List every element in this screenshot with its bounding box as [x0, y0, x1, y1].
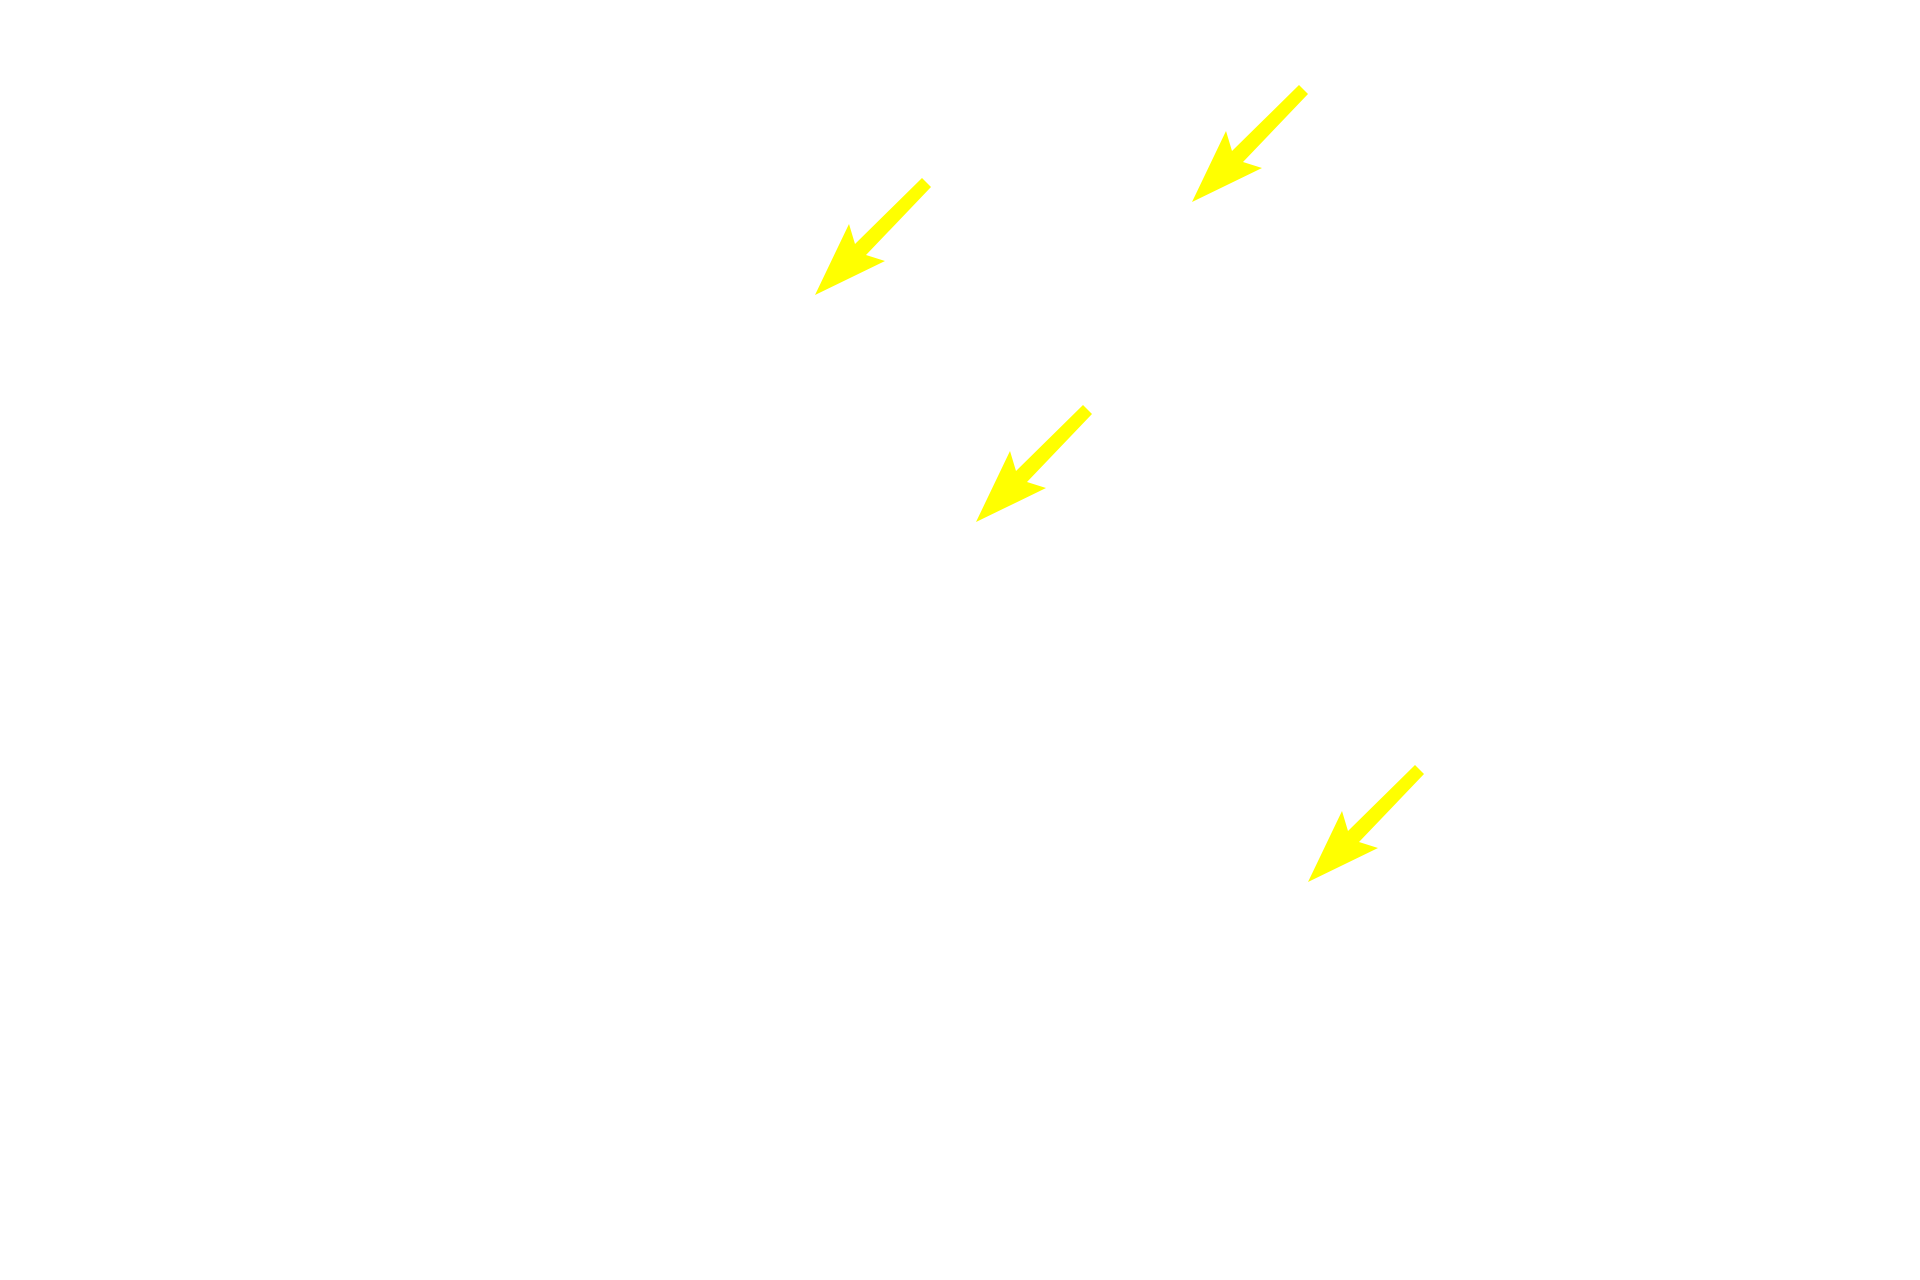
- arrow-down-left-icon: [976, 405, 1092, 522]
- arrow-down-left-icon: [815, 178, 931, 295]
- arrow-down-left-icon: [1192, 85, 1308, 202]
- arrow-down-left-icon: [1308, 765, 1424, 882]
